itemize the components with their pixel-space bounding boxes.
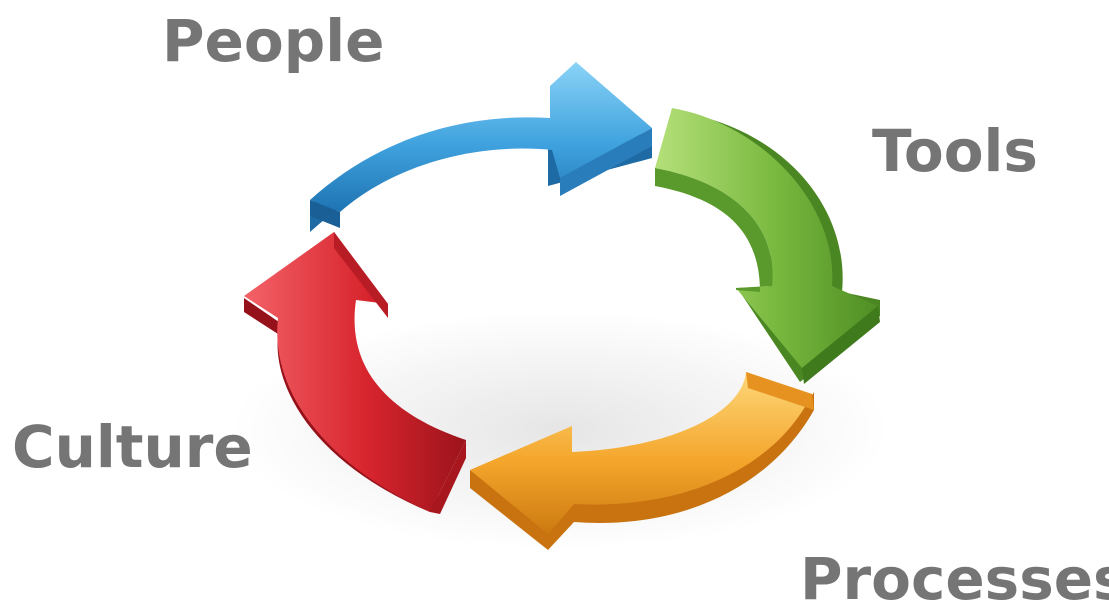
tools-label: Tools (872, 117, 1038, 185)
tools-arrow (655, 108, 880, 384)
processes-label: Processes (800, 545, 1109, 613)
culture-arrow (244, 232, 466, 514)
people-label: People (162, 7, 385, 75)
culture-label: Culture (12, 413, 253, 481)
processes-arrow (470, 372, 814, 550)
people-arrow (310, 62, 652, 232)
